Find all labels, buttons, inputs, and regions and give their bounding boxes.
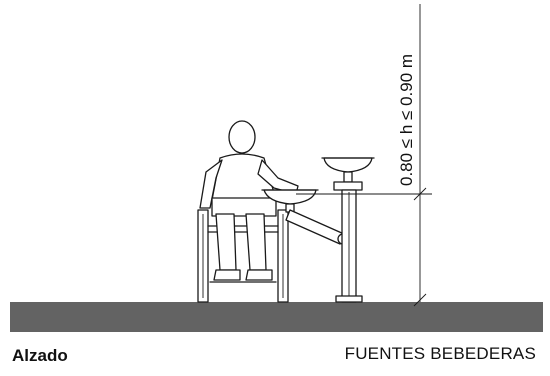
height-dimension: 0.80 ≤ h ≤ 0.90 m bbox=[296, 4, 432, 307]
ground-slab bbox=[10, 302, 543, 332]
view-title: Alzado bbox=[12, 346, 68, 365]
drawing-title: FUENTES BEBEDERAS bbox=[344, 344, 536, 363]
dimension-label: 0.80 ≤ h ≤ 0.90 m bbox=[397, 54, 416, 186]
low-fountain bbox=[261, 189, 349, 245]
pedestal-fountain bbox=[321, 157, 375, 303]
wheelchair-user-figure bbox=[197, 120, 299, 303]
